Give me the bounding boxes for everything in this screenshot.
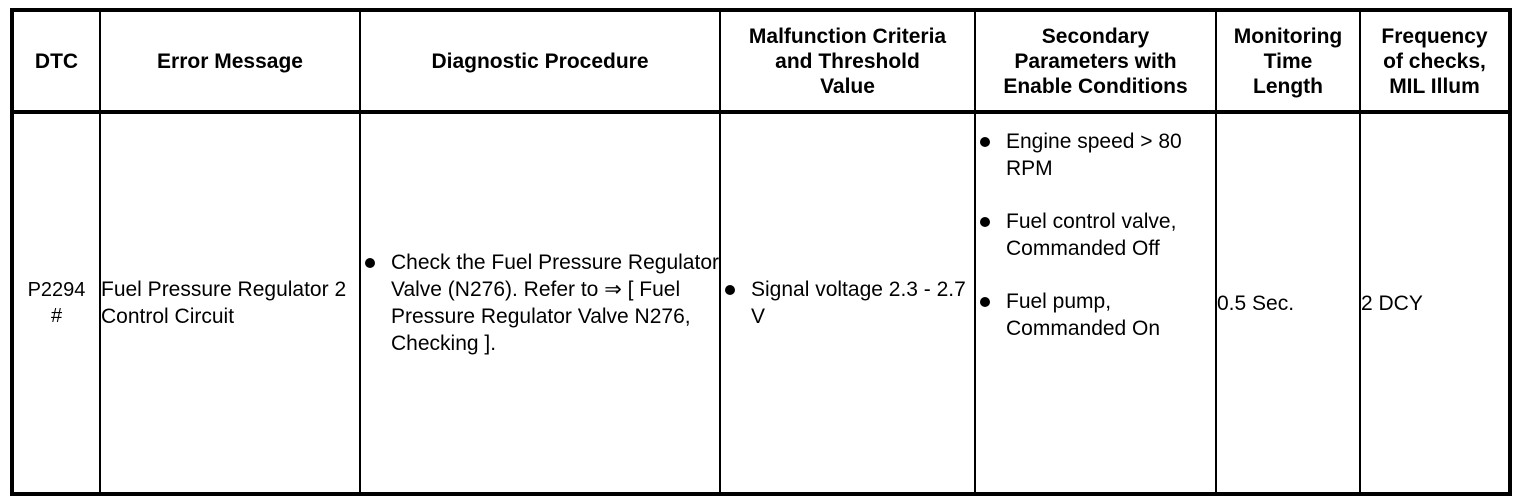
cell-monitoring-time: 0.5 Sec. [1215,112,1361,494]
list-item-text: Check the Fuel Pressure Regulator Valve … [391,251,719,355]
cell-dtc: P2294 # [11,112,101,494]
cell-secondary-parameters: Engine speed > 80 RPM Fuel control valve… [974,112,1217,494]
cell-malfunction-criteria: Signal voltage 2.3 - 2.7 V [719,112,976,494]
column-header-frequency-line1: Frequency [1381,24,1488,48]
column-header-secondary-parameters-line3: Enable Conditions [1003,74,1188,98]
cell-error-message: Fuel Pressure Regulator 2 Control Circui… [99,112,361,494]
list-item-text: Fuel pump, Commanded On [1006,290,1161,340]
column-header-malfunction-criteria-line3: Value [820,74,875,98]
column-header-error-message: Error Message [99,10,361,114]
column-header-monitoring-time-line2: Time [1263,49,1313,73]
bullet-icon [725,285,735,295]
column-header-frequency-line3: MIL Illum [1389,74,1480,98]
cell-frequency: 2 DCY [1359,112,1511,494]
dtc-code: P2294 [27,279,86,301]
column-header-secondary-parameters-line2: Parameters with [1014,49,1177,73]
list-item: Fuel control valve, Commanded Off [976,208,1215,262]
column-header-secondary-parameters-line1: Secondary [1041,24,1150,48]
secondary-parameters-list: Engine speed > 80 RPM Fuel control valve… [976,128,1215,342]
column-header-frequency-line2: of checks, [1383,49,1486,73]
bullet-icon [980,297,990,307]
column-header-secondary-parameters: Secondary Parameters with Enable Conditi… [974,10,1217,114]
column-header-diagnostic-procedure: Diagnostic Procedure [359,10,721,114]
table-header-row: DTC Error Message Diagnostic Procedure M… [11,10,1511,114]
column-header-dtc-label: DTC [34,49,79,73]
column-header-diagnostic-procedure-label: Diagnostic Procedure [431,49,649,73]
table-row: P2294 # Fuel Pressure Regulator 2 Contro… [11,112,1511,494]
list-item: Engine speed > 80 RPM [976,128,1215,182]
monitoring-time-value: 0.5 Sec. [1217,291,1295,315]
diagnostic-procedure-list: Check the Fuel Pressure Regulator Valve … [361,249,719,357]
list-item-text: Signal voltage 2.3 - 2.7 V [751,278,966,328]
frequency-value: 2 DCY [1361,291,1423,315]
list-item: Fuel pump, Commanded On [976,288,1215,342]
column-header-dtc: DTC [11,10,101,114]
bullet-icon [980,217,990,227]
bullet-icon [980,137,990,147]
list-item: Signal voltage 2.3 - 2.7 V [721,276,974,330]
bullet-icon [365,258,375,268]
column-header-error-message-label: Error Message [157,49,303,73]
list-item-text: Engine speed > 80 RPM [1006,130,1182,180]
column-header-monitoring-time-line1: Monitoring [1233,24,1343,48]
cell-diagnostic-procedure: Check the Fuel Pressure Regulator Valve … [359,112,721,494]
malfunction-criteria-list: Signal voltage 2.3 - 2.7 V [721,276,974,330]
column-header-malfunction-criteria: Malfunction Criteria and Threshold Value [719,10,976,114]
dtc-diagnostics-table: DTC Error Message Diagnostic Procedure M… [10,8,1512,496]
column-header-monitoring-time: Monitoring Time Length [1215,10,1361,114]
column-header-malfunction-criteria-line2: and Threshold [775,49,920,73]
dtc-marker: # [50,305,63,327]
column-header-malfunction-criteria-line1: Malfunction Criteria [748,24,947,48]
list-item-text: Fuel control valve, Commanded Off [1006,210,1177,260]
column-header-monitoring-time-line3: Length [1253,74,1323,98]
list-item: Check the Fuel Pressure Regulator Valve … [361,249,719,357]
error-message-text: Fuel Pressure Regulator 2 Control Circui… [101,278,347,328]
column-header-frequency: Frequency of checks, MIL Illum [1359,10,1511,114]
